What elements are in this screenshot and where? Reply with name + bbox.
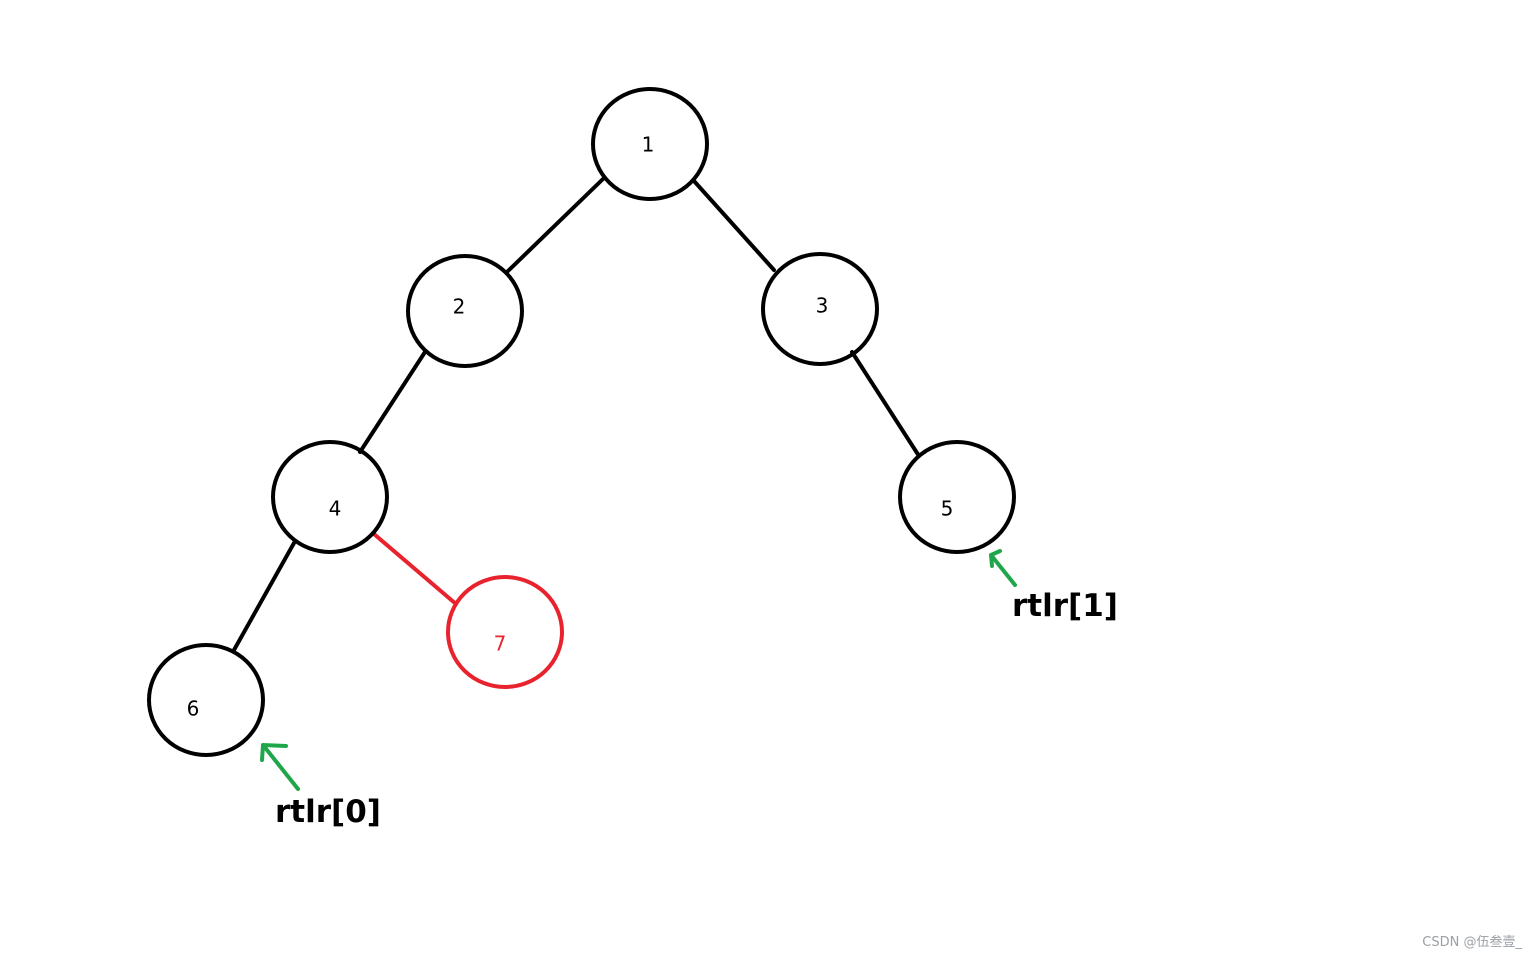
pointers-layer: rtlr[0] rtlr[1]: [260, 549, 1118, 830]
pointer-rtlr-0: rtlr[0]: [260, 743, 381, 830]
node-label: 6: [187, 697, 200, 721]
node-circle: [271, 440, 389, 554]
green-arrow-icon: [989, 549, 1017, 587]
edge-2-4: [358, 350, 427, 454]
edge-1-3: [692, 179, 776, 272]
tree-node-2: 2: [406, 254, 524, 368]
node-circle: [761, 252, 879, 366]
node-label: 5: [941, 497, 954, 521]
node-label: 7: [494, 632, 507, 656]
edge-3-5: [850, 350, 921, 458]
tree-node-1: 1: [591, 87, 709, 201]
tree-node-4: 4: [271, 440, 389, 554]
tree-node-3: 3: [761, 252, 879, 366]
pointer-rtlr-1: rtlr[1]: [989, 549, 1118, 624]
node-label: 4: [329, 497, 342, 521]
watermark-text: CSDN @伍叁壹_: [1422, 935, 1522, 950]
edge-4-6: [232, 541, 296, 652]
edge-1-2: [505, 176, 606, 274]
edges-layer: [232, 176, 921, 652]
node-label: 1: [642, 133, 655, 157]
tree-node-7: 7: [446, 575, 564, 689]
pointer-label: rtlr[0]: [275, 794, 381, 830]
node-circle: [406, 254, 524, 368]
tree-node-6: 6: [147, 643, 265, 757]
node-circle: [898, 440, 1016, 554]
node-circle: [446, 575, 564, 689]
node-label: 3: [816, 294, 829, 318]
node-circle: [591, 87, 709, 201]
node-circle: [147, 643, 265, 757]
edge-4-7: [372, 532, 458, 606]
nodes-layer: 1 2 3 4 5 6 7: [147, 87, 1016, 757]
pointer-label: rtlr[1]: [1012, 588, 1118, 624]
green-arrow-icon: [260, 743, 300, 791]
node-label: 2: [453, 295, 466, 319]
tree-node-5: 5: [898, 440, 1016, 554]
